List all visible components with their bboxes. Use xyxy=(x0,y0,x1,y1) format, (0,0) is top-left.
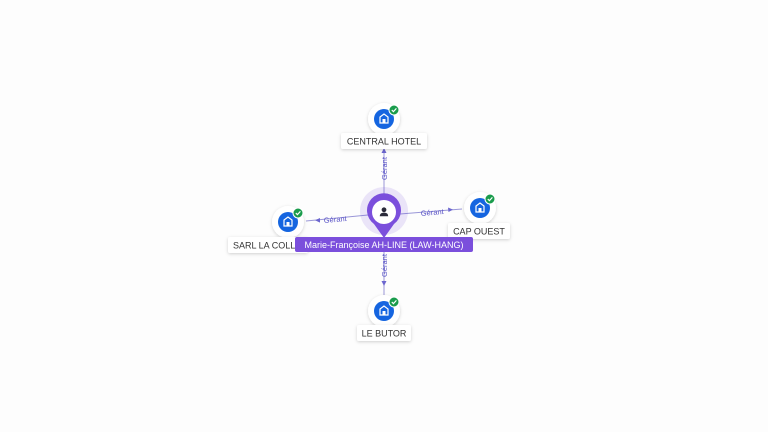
building-icon xyxy=(475,202,485,213)
person-node[interactable]: Marie-Françoise AH-LINE (LAW-HANG) xyxy=(295,187,473,252)
edge-label-cap-ouest: Gérant xyxy=(420,207,445,218)
verified-check-icon xyxy=(292,207,304,219)
building-icon xyxy=(379,113,389,124)
company-node-cap-ouest[interactable]: CAP OUEST xyxy=(448,192,510,239)
company-node-central-hotel[interactable]: CENTRAL HOTEL xyxy=(341,103,427,149)
company-node-sarl-la-coll[interactable]: SARL LA COLL xyxy=(228,206,308,253)
edge-sarl-la-coll: Gérant xyxy=(305,214,369,225)
company-node-le-butor[interactable]: LE BUTOR xyxy=(357,295,411,341)
verified-check-icon xyxy=(484,193,496,205)
person-name: Marie-Françoise AH-LINE (LAW-HANG) xyxy=(304,240,463,250)
edge-label-sarl-la-coll: Gérant xyxy=(323,214,348,225)
edge-label-le-butor: Gérant xyxy=(380,253,389,277)
company-name: CENTRAL HOTEL xyxy=(347,137,421,147)
company-name: LE BUTOR xyxy=(362,329,407,339)
company-name: CAP OUEST xyxy=(453,227,505,237)
arrowhead-icon xyxy=(381,148,387,153)
edge-label-central-hotel: Gérant xyxy=(380,156,389,180)
edge-le-butor: Gérant xyxy=(380,252,389,296)
edge-central-hotel: Gérant xyxy=(380,148,389,196)
company-label-box xyxy=(448,223,510,239)
arrowhead-icon xyxy=(381,281,387,286)
edges: Gérant Gérant Gérant Gérant xyxy=(305,148,463,296)
person-label-box xyxy=(295,237,473,252)
company-label-box xyxy=(341,133,427,149)
company-name: SARL LA COLL xyxy=(233,241,295,251)
company-label-box xyxy=(228,237,308,253)
building-icon xyxy=(283,216,293,227)
arrowhead-icon xyxy=(448,207,453,212)
company-label-box xyxy=(357,325,411,341)
person-icon xyxy=(379,207,389,217)
verified-check-icon xyxy=(388,296,400,308)
edge-cap-ouest: Gérant xyxy=(399,207,463,218)
arrowhead-icon xyxy=(315,218,320,223)
verified-check-icon xyxy=(388,104,400,116)
building-icon xyxy=(379,305,389,316)
